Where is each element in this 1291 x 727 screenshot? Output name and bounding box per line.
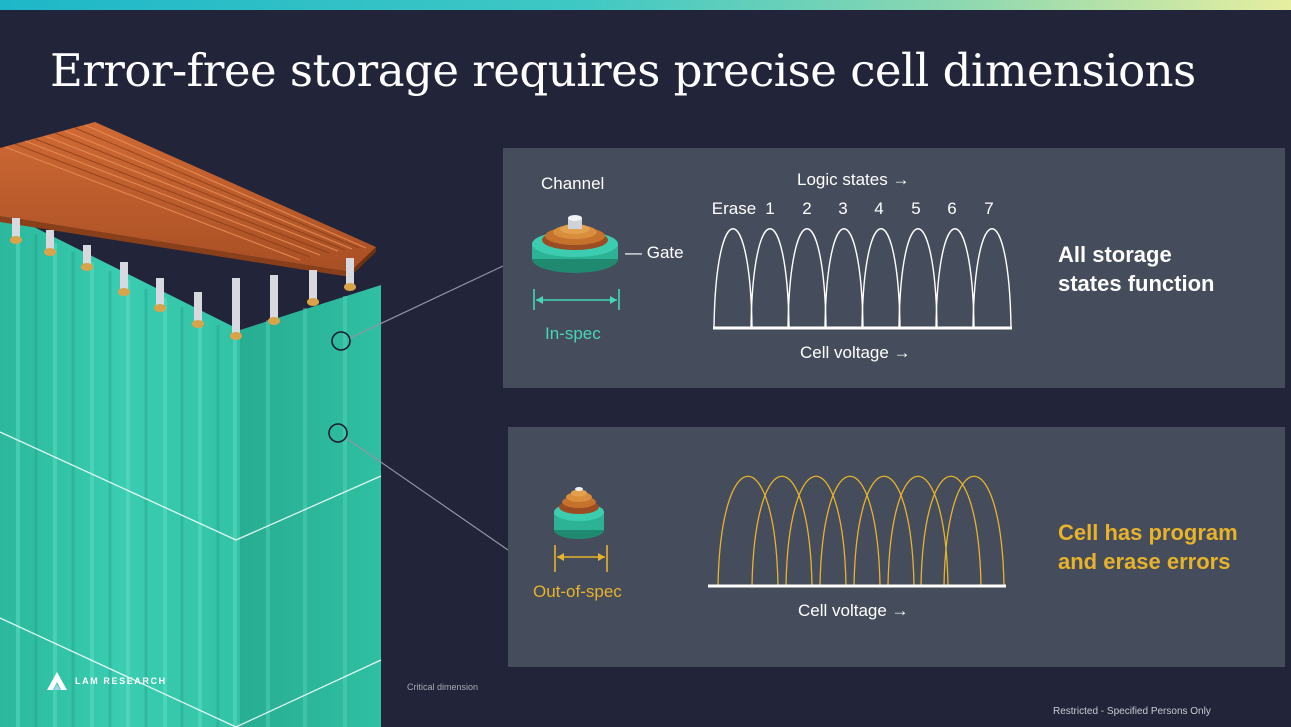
- restricted-notice: Restricted - Specified Persons Only: [1053, 706, 1211, 717]
- leader-line-in-spec: [349, 265, 504, 339]
- out-of-spec-message-line2: and erase errors: [1058, 549, 1231, 574]
- state-label-7: 7: [984, 199, 994, 218]
- channel-label: Channel: [541, 174, 605, 193]
- state-label-3: 3: [838, 199, 848, 218]
- lam-research-logo: LAM RESEARCH: [47, 672, 167, 690]
- in-spec-message-line1: All storage: [1058, 242, 1172, 267]
- block-side-face: [240, 285, 381, 727]
- state-label-2: 2: [802, 199, 812, 218]
- leader-line-out-of-spec: [345, 437, 509, 551]
- critical-dimension-caption: Critical dimension: [407, 682, 479, 692]
- state-label-1: 1: [765, 199, 775, 218]
- state-label-erase: Erase: [711, 199, 757, 218]
- out-of-spec-message: Cell has program and erase errors: [1058, 518, 1238, 576]
- out-of-spec-axis-label: Cell voltage →: [798, 601, 909, 620]
- callout-circle-out-of-spec: [328, 423, 348, 443]
- state-label-6: 6: [947, 199, 957, 218]
- logo-text: LAM RESEARCH: [75, 676, 167, 686]
- out-of-spec-label: Out-of-spec: [533, 582, 622, 601]
- in-spec-label: In-spec: [545, 324, 601, 343]
- slide-title: Error-free storage requires precise cell…: [50, 44, 1196, 97]
- top-accent-bar: [0, 0, 1291, 10]
- in-spec-message: All storage states function: [1058, 240, 1214, 298]
- state-label-5: 5: [911, 199, 921, 218]
- logic-states-label: Logic states →: [797, 170, 910, 189]
- callout-circle-in-spec: [331, 331, 351, 351]
- in-spec-message-line2: states function: [1058, 271, 1215, 296]
- lam-logo-icon: [47, 672, 67, 690]
- block-front-face: [0, 210, 240, 727]
- state-label-4: 4: [874, 199, 884, 218]
- out-of-spec-message-line1: Cell has program: [1058, 520, 1238, 545]
- in-spec-axis-label: Cell voltage →: [800, 343, 911, 362]
- gate-label: — Gate: [625, 243, 684, 262]
- contact-pillars: [10, 218, 356, 340]
